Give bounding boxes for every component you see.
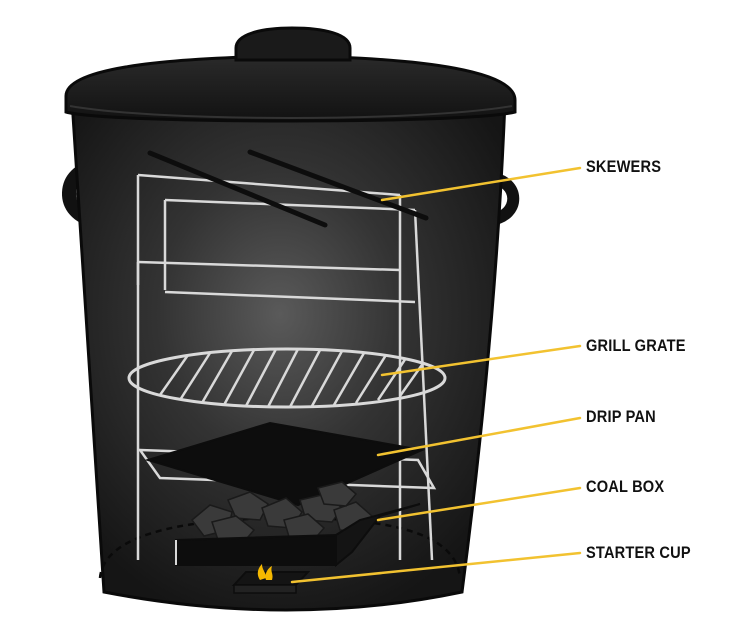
can-body <box>70 98 507 612</box>
label-drip-pan: DRIP PAN <box>586 407 656 426</box>
label-starter-cup: STARTER CUP <box>586 543 691 562</box>
coal-box <box>175 481 421 568</box>
grill-grate <box>127 347 447 409</box>
skewers <box>147 149 429 228</box>
lid <box>64 26 517 123</box>
drip-pan <box>137 421 437 507</box>
wire-frame <box>136 173 434 561</box>
starter-cup <box>231 564 311 594</box>
label-coal-box: COAL BOX <box>586 477 665 496</box>
leader-lines <box>290 166 582 584</box>
label-grill-grate: GRILL GRATE <box>586 336 686 355</box>
label-skewers: SKEWERS <box>586 157 662 176</box>
flame-icon <box>257 564 273 580</box>
